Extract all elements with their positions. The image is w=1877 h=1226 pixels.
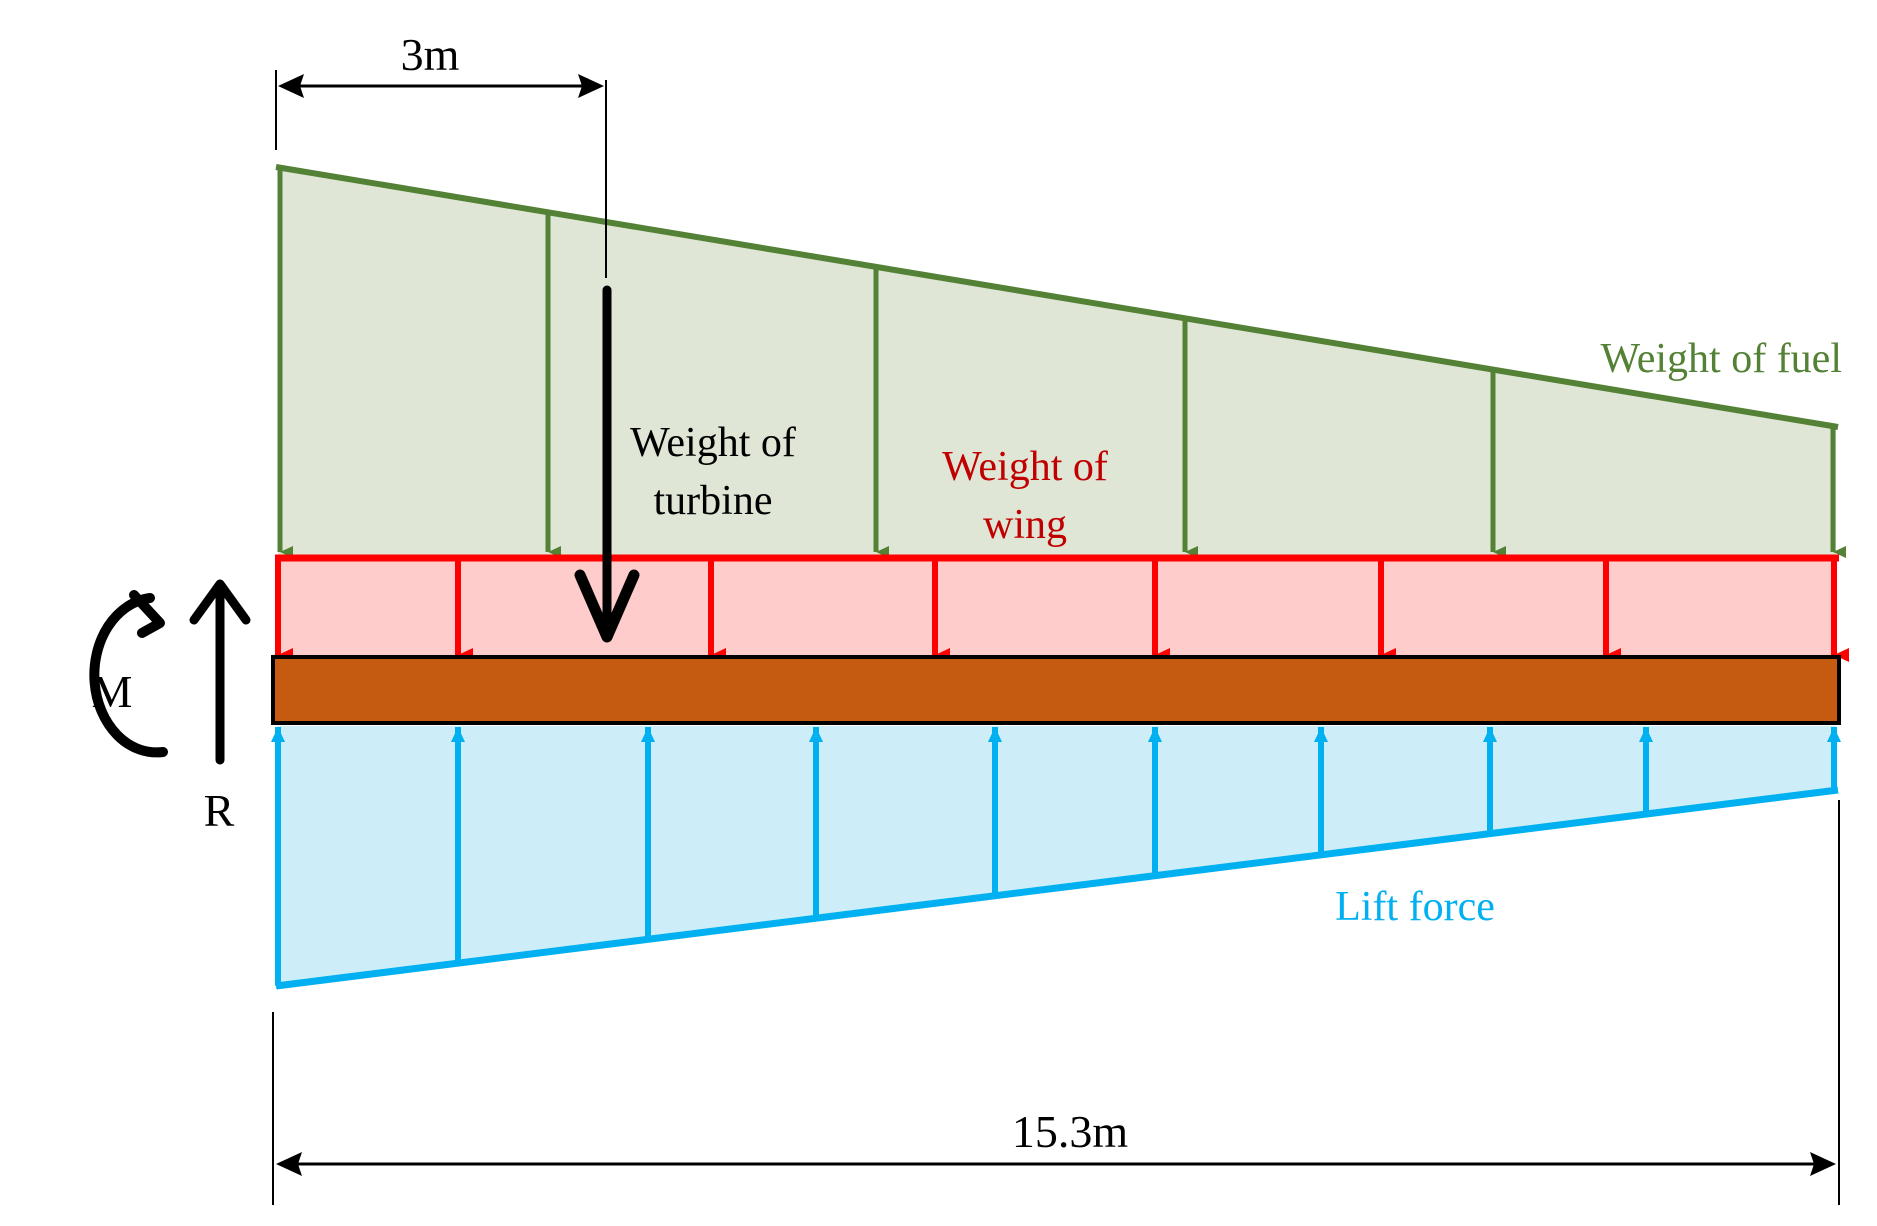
moment-arrowhead-icon	[129, 590, 165, 638]
turbine-load-arrow-head	[574, 569, 640, 643]
bottom-dimension-arrowhead-left	[276, 1152, 302, 1176]
turbine-label-line1: Weight of	[630, 420, 796, 466]
fuel-load-area	[278, 167, 1836, 558]
reaction-arrowhead-icon	[189, 579, 251, 625]
top-dimension-arrowhead-right	[578, 74, 604, 98]
top-dimension-label: 3m	[401, 29, 460, 80]
turbine-label-line2: turbine	[654, 478, 773, 524]
wing-label-line2: wing	[983, 502, 1067, 548]
wing-beam	[271, 655, 1841, 725]
wing-label-line1: Weight of	[942, 444, 1108, 490]
wing-weight-arrows	[275, 561, 1849, 662]
top-dimension-arrowhead-left	[278, 74, 304, 98]
lift-force-area	[278, 726, 1836, 985]
bottom-dimension-label: 15.3m	[1012, 1106, 1129, 1157]
bottom-dimension-arrowhead-right	[1810, 1152, 1836, 1176]
moment-arrow-icon	[89, 593, 168, 758]
lift-force-line	[275, 786, 1839, 990]
lift-label: Lift force	[1335, 884, 1495, 930]
reaction-label: R	[204, 785, 235, 836]
moment-label: M	[92, 666, 133, 717]
fuel-load-arrows	[277, 167, 1846, 558]
lift-force-arrows	[271, 727, 1841, 986]
fuel-load-line	[275, 164, 1839, 430]
wing-weight-area	[278, 558, 1836, 658]
fuel-label: Weight of fuel	[1600, 336, 1842, 382]
